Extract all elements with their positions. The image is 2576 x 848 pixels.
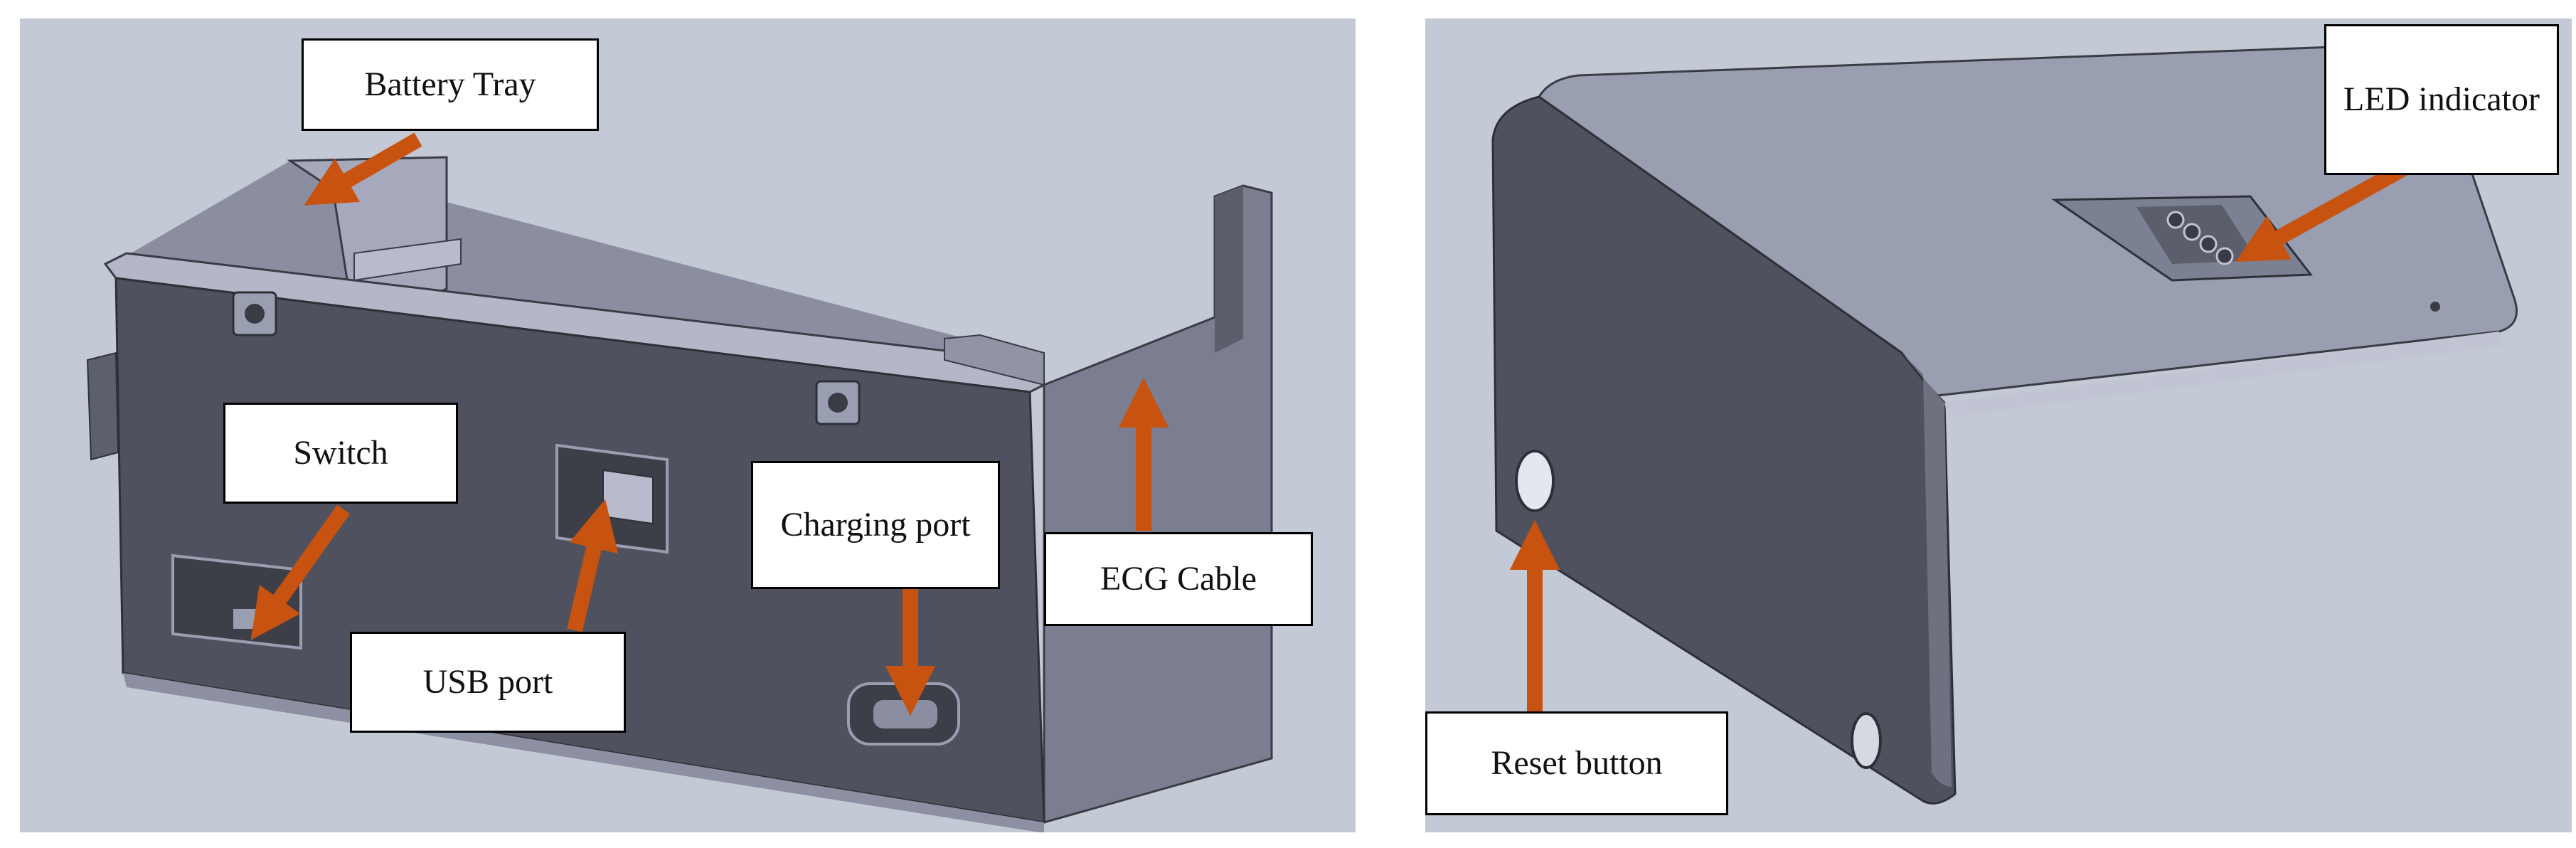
led-4 (2215, 247, 2234, 265)
charging-port-socket (873, 700, 937, 728)
label-battery-tray: Battery Tray (302, 38, 599, 131)
led-3 (2199, 235, 2218, 253)
label-led-indicator: LED indicator (2324, 24, 2559, 175)
label-usb-port: USB port (350, 632, 626, 733)
inner-slot (944, 334, 1045, 386)
arrow-led-indicator (2235, 154, 2422, 263)
led-1 (2166, 211, 2185, 229)
battery-tray-rail (353, 238, 462, 282)
cover-screw-hole (1851, 712, 1882, 769)
screw-hole-right (828, 393, 848, 413)
left-clip (86, 351, 119, 461)
right-side-tab (1215, 186, 1243, 353)
label-switch: Switch (223, 403, 458, 504)
enclosure-base-drawing (86, 132, 1273, 832)
usb-connector (602, 469, 654, 525)
arrow-switch (250, 504, 350, 640)
led-2 (2183, 223, 2201, 241)
enclosure-cover-view: LED indicator Reset button (1425, 18, 2572, 832)
reset-button-hole (1515, 450, 1555, 512)
label-ecg-cable: ECG Cable (1044, 532, 1313, 626)
arrow-battery-tray (304, 132, 422, 206)
enclosure-cover-drawing (1491, 42, 2518, 805)
enclosure-base-view: Battery Tray Switch USB port Charging po… (20, 18, 1356, 832)
cover-edge (1944, 332, 2501, 417)
cover-bend (1902, 353, 1952, 787)
arrow-usb-port (567, 499, 619, 632)
label-reset-button: Reset button (1425, 711, 1728, 815)
switch-slider (233, 609, 262, 629)
cover-pin-hole (2430, 302, 2440, 312)
label-charging-port: Charging port (751, 461, 1000, 589)
screw-hole-left (245, 304, 265, 324)
cover-front-face (1491, 95, 1957, 805)
